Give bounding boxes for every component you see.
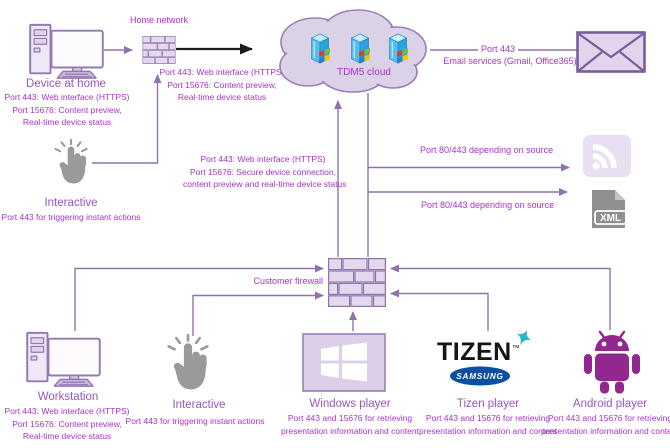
workstation-ports: Port 443: Web interface (HTTPS) Port 156… — [4, 406, 130, 441]
samsung-logo: SAMSUNG — [450, 366, 510, 386]
tizen-player-ports: Port 443 and 15676 for retrieving presen… — [419, 413, 557, 436]
home-firewall-ports: Port 443: Web interface (HTTPS) Port 156… — [159, 67, 285, 102]
device-at-home-title: Device at home — [26, 78, 106, 90]
rss-port-label: Port 80/443 depending on source — [420, 145, 554, 155]
xml-icon-text: XML — [600, 213, 621, 224]
interactive-office-title: Interactive — [172, 399, 226, 411]
email-port-label: Port 443 — [478, 44, 519, 54]
email-services-label: Email services (Gmail, Office365) — [443, 56, 577, 66]
tizen-player-title: Tizen player — [456, 398, 520, 410]
windows-player-title: Windows player — [309, 398, 391, 410]
home-network-label: Home network — [129, 15, 189, 25]
secure-connection-ports: Port 443: Web interface (HTTPS) Port 156… — [183, 154, 347, 189]
xml-port-label: Port 80/443 depending on source — [421, 200, 555, 210]
cloud-server-icon — [388, 33, 409, 64]
envelope-icon — [576, 31, 646, 73]
xml-file-icon: XML — [592, 190, 627, 228]
wire-workstation-to-firewall — [74, 264, 324, 331]
interactive-home-title: Interactive — [44, 197, 98, 209]
cloud-server-icon — [350, 33, 371, 64]
workstation-title: Workstation — [37, 391, 99, 403]
device-at-home-ports: Port 443: Web interface (HTTPS) Port 156… — [4, 92, 130, 127]
tdm5-cloud-label: TDM5 cloud — [337, 67, 391, 78]
windows-player-ports: Port 443 and 15676 for retrieving presen… — [281, 413, 419, 436]
wire-interactive-office-to-firewall — [192, 291, 324, 336]
samsung-logo-text: SAMSUNG — [456, 372, 503, 381]
tizen-pinwheel-icon — [516, 329, 532, 346]
tizen-logo: TIZEN™ SAMSUNG — [432, 328, 544, 392]
interactive-home-desc: Port 443 for triggering instant actions — [1, 212, 141, 222]
desktop-computer-icon — [27, 22, 105, 82]
android-player-ports: Port 443 and 15676 for retrieving presen… — [541, 413, 670, 436]
rss-icon — [583, 135, 631, 177]
android-robot-icon — [584, 330, 640, 394]
home-firewall-icon — [142, 36, 176, 64]
workstation-computer-icon — [24, 330, 102, 390]
click-hand-icon — [162, 334, 214, 395]
click-hand-icon — [50, 139, 92, 188]
wire-tizen-to-firewall — [390, 289, 489, 331]
cloud-server-icon — [310, 33, 331, 64]
customer-firewall-icon — [328, 258, 386, 307]
interactive-office-desc: Port 443 for triggering instant actions — [125, 416, 265, 426]
tizen-brand-text: TIZEN™ — [437, 338, 521, 366]
tdm5-cloud-icon — [279, 9, 427, 93]
android-player-title: Android player — [572, 398, 648, 410]
wire-android-to-firewall — [390, 264, 611, 330]
windows-logo-icon — [302, 333, 386, 392]
wire-interactive-home-to-firewall — [92, 74, 162, 164]
customer-firewall-label: Customer firewall — [253, 276, 323, 286]
